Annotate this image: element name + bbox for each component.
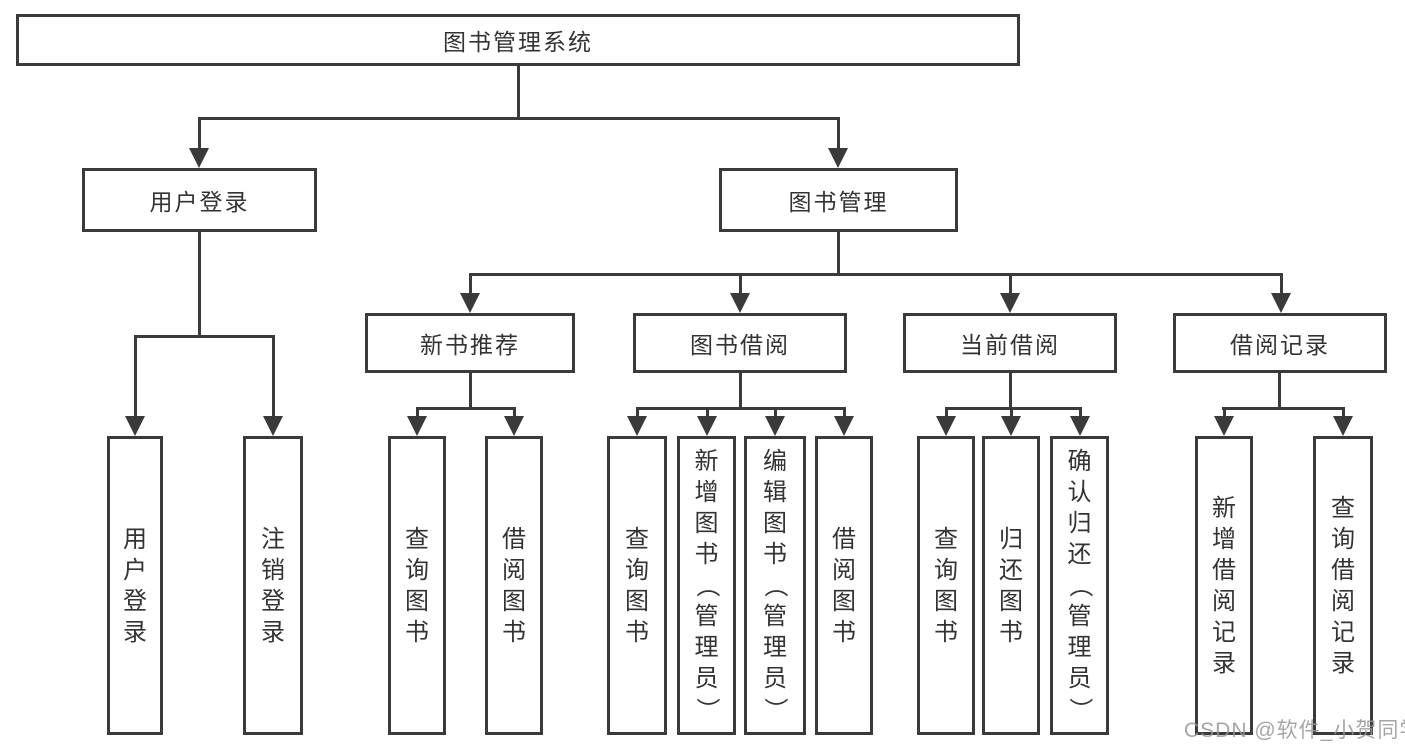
connector-stem xyxy=(1342,407,1345,418)
arrow-down xyxy=(189,148,209,168)
connector-stem xyxy=(134,335,137,418)
connector-stem xyxy=(739,273,742,295)
leaf-current-query-books: 查询图书 xyxy=(917,436,975,735)
leaf-return-books: 归还图书 xyxy=(982,436,1040,735)
arrow-down xyxy=(828,148,848,168)
connector-vline xyxy=(517,66,520,119)
arrow-down xyxy=(1001,416,1021,436)
connector-vline xyxy=(1009,373,1012,410)
leaf-query-borrow-record: 查询借阅记录 xyxy=(1313,436,1373,735)
connector-hline xyxy=(134,335,275,338)
connector-hline xyxy=(469,273,1282,276)
leaf-logout: 注销登录 xyxy=(243,436,303,735)
arrow-down xyxy=(1070,416,1090,436)
arrow-down xyxy=(263,416,283,436)
connector-stem xyxy=(1280,273,1283,295)
connector-stem xyxy=(636,407,639,418)
connector-vline xyxy=(837,232,840,276)
connector-stem xyxy=(843,407,846,418)
arrow-down xyxy=(834,416,854,436)
arrow-down xyxy=(730,293,750,313)
connector-stem xyxy=(416,407,419,418)
arrow-down xyxy=(125,416,145,436)
arrow-down xyxy=(697,416,717,436)
leaf-borrow-query-books: 查询图书 xyxy=(607,436,667,735)
node-user-login: 用户登录 xyxy=(82,168,317,232)
csdn-watermark: CSDN @软件_小贺同学 xyxy=(1184,719,1405,742)
arrow-down xyxy=(1271,293,1291,313)
connector-hline xyxy=(198,117,840,120)
connector-stem xyxy=(837,117,840,150)
connector-hline xyxy=(945,407,1081,410)
arrow-down xyxy=(765,416,785,436)
node-borrow-records: 借阅记录 xyxy=(1173,313,1387,373)
connector-hline xyxy=(636,407,846,410)
connector-vline xyxy=(739,373,742,410)
leaf-confirm-return-admin: 确认归还（管理员） xyxy=(1050,436,1109,735)
connector-stem xyxy=(513,407,516,418)
connector-hline xyxy=(1222,407,1345,410)
connector-stem xyxy=(1009,273,1012,295)
connector-stem xyxy=(945,407,948,418)
connector-vline xyxy=(198,232,201,338)
arrow-down xyxy=(460,293,480,313)
leaf-recommend-query-books: 查询图书 xyxy=(388,436,446,735)
connector-stem xyxy=(774,407,777,418)
node-book-borrow: 图书借阅 xyxy=(633,313,847,373)
arrow-down xyxy=(504,416,524,436)
leaf-user-login: 用户登录 xyxy=(107,436,163,735)
connector-vline xyxy=(1278,373,1281,410)
leaf-recommend-borrow-books: 借阅图书 xyxy=(485,436,543,735)
arrow-down xyxy=(1000,293,1020,313)
arrow-down xyxy=(1214,416,1234,436)
arrow-down xyxy=(1333,416,1353,436)
leaf-borrow-books: 借阅图书 xyxy=(815,436,873,735)
arrow-down xyxy=(407,416,427,436)
connector-hline xyxy=(416,407,516,410)
connector-stem xyxy=(1223,407,1226,418)
node-root-library-system: 图书管理系统 xyxy=(16,14,1020,66)
node-book-management: 图书管理 xyxy=(719,168,958,232)
connector-stem xyxy=(198,117,201,150)
connector-stem xyxy=(706,407,709,418)
connector-vline xyxy=(469,373,472,410)
node-current-borrow: 当前借阅 xyxy=(903,313,1117,373)
node-new-book-recommend: 新书推荐 xyxy=(365,313,575,373)
connector-stem xyxy=(272,335,275,418)
leaf-add-books-admin: 新增图书（管理员） xyxy=(677,436,736,735)
arrow-down xyxy=(936,416,956,436)
leaf-add-borrow-record: 新增借阅记录 xyxy=(1195,436,1253,735)
arrow-down xyxy=(627,416,647,436)
connector-stem xyxy=(1079,407,1082,418)
connector-stem xyxy=(469,273,472,295)
connector-stem xyxy=(1010,407,1013,418)
leaf-edit-books-admin: 编辑图书（管理员） xyxy=(744,436,806,735)
